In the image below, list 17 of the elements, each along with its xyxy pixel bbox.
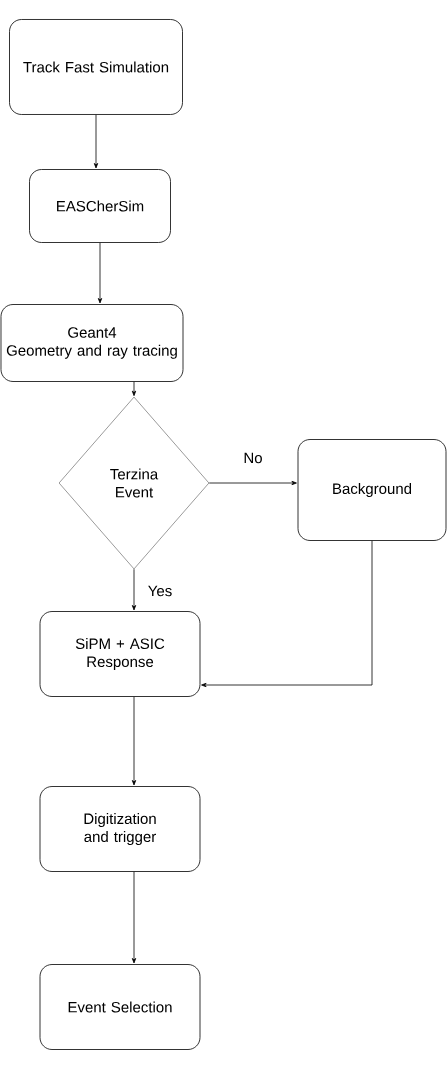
arrow: [131, 381, 137, 397]
arrow: [93, 114, 99, 169]
process-box: Event Selection: [39, 964, 201, 1050]
edge-label: No: [242, 451, 264, 465]
process-box: Geant4 Geometry and ray tracing: [0, 304, 184, 382]
arrow: [201, 540, 373, 688]
arrow: [131, 871, 137, 964]
process-box: Background: [297, 439, 447, 541]
process-box: Track Fast Simulation: [9, 19, 183, 115]
process-box: EASCherSim: [29, 169, 171, 243]
arrow: [97, 242, 103, 304]
process-box: SiPM + ASIC Response: [39, 611, 201, 697]
edge-label: Yes: [146, 584, 174, 598]
arrow: [131, 568, 137, 611]
arrow: [208, 480, 297, 486]
arrow: [131, 696, 137, 786]
process-box: Digitization and trigger: [39, 786, 201, 872]
